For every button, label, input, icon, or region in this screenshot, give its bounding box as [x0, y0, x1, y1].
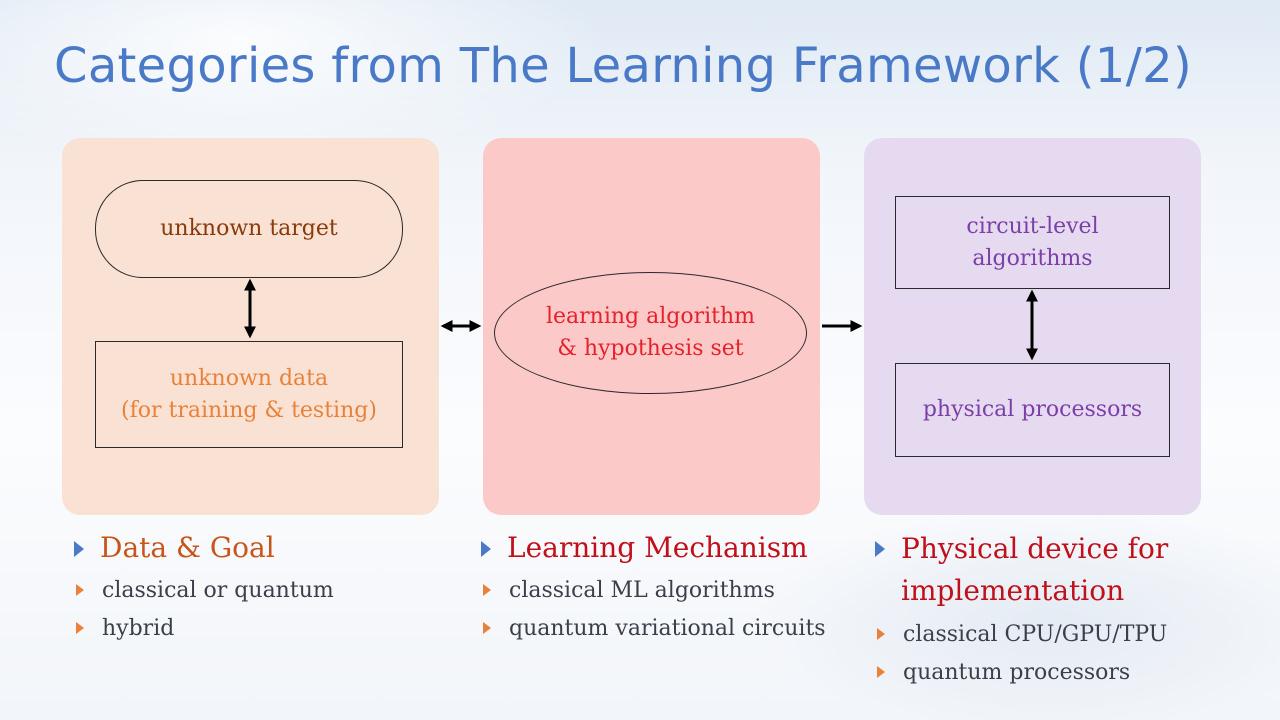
list-item: classical ML algorithms: [479, 572, 826, 610]
list-item-text: classical CPU/GPU/TPU: [903, 622, 1168, 647]
bullet-triangle-icon: [875, 541, 885, 557]
list-item-text: hybrid: [102, 616, 175, 641]
data-goal-heading-text: Data & Goal: [100, 531, 275, 564]
list-item: quantum processors: [873, 654, 1233, 692]
sub-bullet-icon: [483, 584, 491, 596]
learning-algorithm-node: learning algorithm & hypothesis set: [494, 272, 807, 394]
physical-device-heading-text-2: implementation: [901, 574, 1125, 607]
physical-device-list: classical CPU/GPU/TPU quantum processors: [873, 616, 1233, 692]
sub-bullet-icon: [877, 628, 885, 640]
physical-processors-node: physical processors: [895, 363, 1170, 457]
physical-device-section: Physical device for implementation class…: [873, 528, 1233, 692]
unknown-data-label: unknown data: [169, 365, 329, 391]
learning-mechanism-heading: Learning Mechanism: [479, 528, 826, 568]
algorithms-label: algorithms: [972, 245, 1093, 271]
learning-mechanism-section: Learning Mechanism classical ML algorith…: [479, 528, 826, 648]
bullet-triangle-icon: [74, 541, 84, 557]
circuit-level-label: circuit-level: [966, 213, 1099, 239]
list-item-text: quantum variational circuits: [509, 616, 826, 641]
data-goal-list: classical or quantum hybrid: [72, 572, 334, 648]
unknown-data-sublabel: (for training & testing): [121, 397, 377, 423]
data-goal-heading: Data & Goal: [72, 528, 334, 568]
sub-bullet-icon: [483, 622, 491, 634]
data-goal-section: Data & Goal classical or quantum hybrid: [72, 528, 334, 648]
list-item: quantum variational circuits: [479, 610, 826, 648]
bullet-triangle-icon: [481, 541, 491, 557]
physical-device-heading: Physical device for implementation: [873, 528, 1233, 612]
physical-processors-label: physical processors: [922, 397, 1143, 422]
list-item-text: classical or quantum: [102, 578, 334, 603]
circuit-level-algorithms-node: circuit-level algorithms: [895, 196, 1170, 289]
list-item: classical CPU/GPU/TPU: [873, 616, 1233, 654]
unknown-target-label: unknown target: [160, 216, 338, 241]
sub-bullet-icon: [877, 666, 885, 678]
physical-device-panel: [864, 138, 1201, 515]
list-item: hybrid: [72, 610, 334, 648]
sub-bullet-icon: [76, 584, 84, 596]
unknown-target-node: unknown target: [95, 180, 403, 278]
physical-device-heading-text: Physical device for: [901, 532, 1169, 565]
hypothesis-set-label: & hypothesis set: [557, 336, 744, 361]
sub-bullet-icon: [76, 622, 84, 634]
learning-mechanism-heading-text: Learning Mechanism: [507, 531, 808, 564]
learning-algorithm-label: learning algorithm: [545, 304, 756, 329]
list-item: classical or quantum: [72, 572, 334, 610]
learning-mechanism-list: classical ML algorithms quantum variatio…: [479, 572, 826, 648]
page-title: Categories from The Learning Framework (…: [54, 38, 1192, 94]
unknown-data-node: unknown data (for training & testing): [95, 341, 403, 448]
list-item-text: classical ML algorithms: [509, 578, 775, 603]
list-item-text: quantum processors: [903, 660, 1131, 685]
